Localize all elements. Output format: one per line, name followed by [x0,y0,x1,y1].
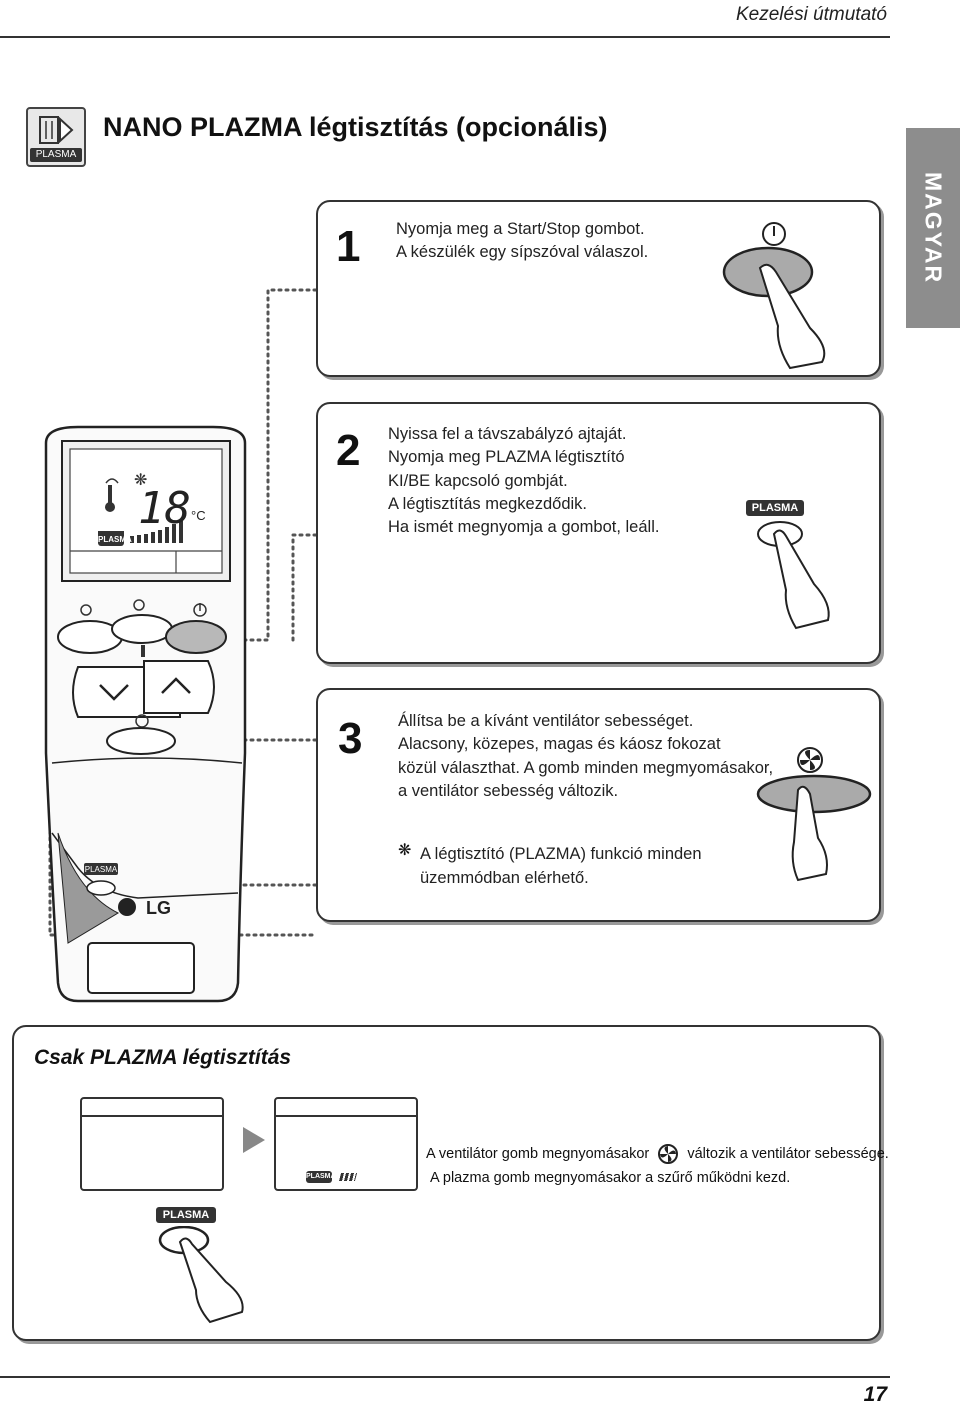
step-2-line: Nyomja meg PLAZMA légtisztító [388,448,625,467]
remote-control-illustration: ❋ PLASMA LG [44,425,247,1003]
step-2-number: 2 [336,426,361,475]
step-3-box: 3 Állítsa be a kívánt ventilátor sebessé… [316,688,881,922]
note-asterisk-icon: ❋ [398,842,412,859]
summary-line-1: A ventilátor gomb megnyomásakor változik… [426,1143,889,1165]
step-1-line: Nyomja meg a Start/Stop gombot. [396,220,645,238]
step-3-line: a ventilátor sebesség változik. [398,781,619,800]
step-2-line: Ha ismét megnyomja a gombot, leáll. [388,518,660,537]
step-3-line: Alacsony, közepes, magas és káosz fokoza… [398,735,721,754]
step-1-line: A készülék egy sípszóval válaszol. [396,243,649,262]
step-3-note: A légtisztító (PLAZMA) funkció minden üz… [420,842,702,890]
step-2-line: KI/BE kapcsoló gombját. [388,471,568,490]
summary-line-2: A plazma gomb megnyomásakor a szűrő műkö… [430,1170,791,1186]
manual-header-title: Kezelési útmutató [735,4,887,25]
step-1-number: 1 [336,222,361,271]
footer-rule [0,1376,890,1378]
display-plasma-label: PLASMA [306,1171,336,1183]
summary-title: Csak PLAZMA légtisztítás [34,1046,292,1069]
header-rule [0,36,890,38]
fan-icon [797,747,823,773]
step-2-box: 2 Nyissa fel a távszabályzó ajtaját. Nyo… [316,402,881,664]
summary-plasma-label: PLASMA [156,1207,216,1223]
language-tab: MAGYAR [906,128,960,328]
note-line: üzemmódban elérhető. [420,869,589,887]
display-after: PLASMA [274,1097,418,1191]
remote-plasma-label: PLASMA [98,534,132,546]
plasma-button-press-illustration [757,521,830,630]
step-1-text: Nyomja meg a Start/Stop gombot. A készül… [396,218,648,265]
summary-plasma-button-press-illustration [158,1226,244,1324]
step-3-number: 3 [338,714,363,763]
step-3-text: Állítsa be a kívánt ventilátor sebessége… [398,710,773,803]
step-2-line: A légtisztítás megkezdődik. [388,494,588,513]
svg-text:❋: ❋ [134,470,147,489]
step-3-line: közül választhat. A gomb minden megmyomá… [398,758,774,777]
fan-button-press-illustration [756,747,872,882]
page-number: 17 [863,1383,887,1406]
start-stop-button-press-illustration [722,222,826,370]
step-3-line: Állítsa be a kívánt ventilátor sebessége… [398,712,694,730]
plasma-function-icon: PLASMA [26,107,86,167]
page-title: NANO PLAZMA légtisztítás (opcionális) [103,112,608,142]
summary-line-1b: változik a ventilátor sebessége. [687,1146,889,1162]
note-line: A légtisztító (PLAZMA) funkció minden [420,845,702,863]
display-bars [338,1173,358,1181]
summary-line-1a: A ventilátor gomb megnyomásakor [426,1146,650,1162]
fan-icon [658,1144,679,1165]
display-before [80,1097,224,1191]
step-2-plasma-label: PLASMA [746,500,804,516]
remote-temp-unit: °C [191,508,206,523]
remote-brand: LG [146,898,171,918]
step-1-box: 1 Nyomja meg a Start/Stop gombot. A kész… [316,200,881,377]
step-2-text: Nyissa fel a távszabályzó ajtaját. Nyomj… [388,423,659,539]
plasma-icon-label: PLASMA [30,148,82,162]
remote-front-plasma-label: PLASMA [85,865,118,874]
remote-temp-value: 18 [138,483,191,534]
arrow-right-icon [243,1127,265,1153]
step-2-line: Nyissa fel a távszabályzó ajtaját. [388,425,627,443]
